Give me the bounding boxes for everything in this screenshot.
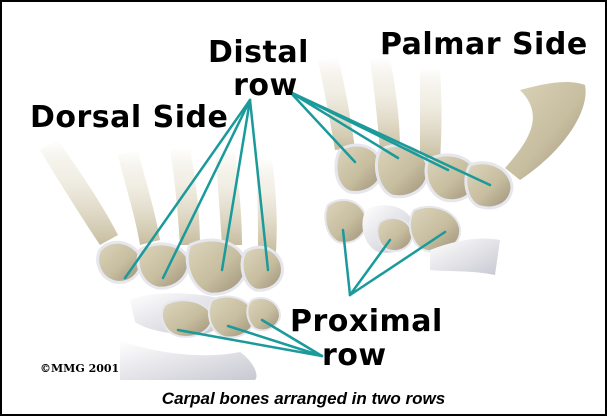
proximal-row-label-line1: Proximal xyxy=(290,307,443,337)
distal-row-label-line2: row xyxy=(208,71,309,101)
proximal-leader-palmar-2 xyxy=(350,240,390,295)
figure-caption: Carpal bones arranged in two rows xyxy=(0,389,607,409)
copyright-notice: ©MMG 2001 xyxy=(40,362,119,375)
distal-row-label-line1: Distal xyxy=(208,38,309,68)
dorsal-side-label: Dorsal Side xyxy=(30,103,228,133)
palmar-side-label: Palmar Side xyxy=(380,30,588,60)
proximal-row-label: Proximal row xyxy=(290,307,443,371)
dorsal-hand xyxy=(40,140,282,380)
proximal-row-label-line2: row xyxy=(290,341,443,371)
distal-row-label: Distal row xyxy=(208,38,309,101)
